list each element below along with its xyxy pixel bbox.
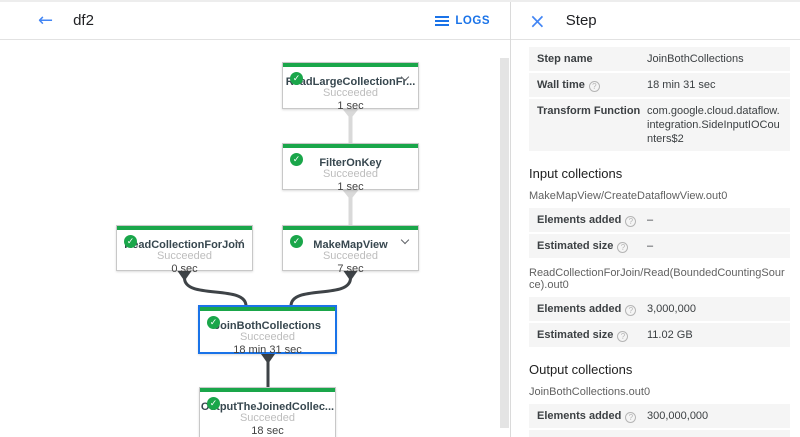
row-value: – xyxy=(647,240,654,252)
chevron-down-icon[interactable] xyxy=(401,237,409,245)
row-value: 300,000,000 xyxy=(647,410,709,422)
row-value: 18 min 31 sec xyxy=(647,79,716,91)
help-info-icon[interactable]: ? xyxy=(625,305,637,316)
chevron-down-icon[interactable] xyxy=(401,74,409,82)
help-info-icon[interactable]: ? xyxy=(617,331,629,342)
row-value: com.google.cloud.dataflow.integration.Si… xyxy=(647,105,780,145)
row-label: Wall time? xyxy=(537,78,647,92)
close-icon[interactable]: × xyxy=(529,8,546,33)
node-status: Succeeded xyxy=(156,250,213,262)
graph-panel: ← df2 LOGS xyxy=(0,2,510,437)
logs-button-label: LOGS xyxy=(455,14,490,27)
node-time: 0 sec xyxy=(171,263,198,275)
job-topbar: ← df2 LOGS xyxy=(0,2,510,40)
collection-name: JoinBothCollections.out0 xyxy=(529,386,651,398)
row-label: Elements added? xyxy=(537,213,647,227)
step-panel-header: × Step xyxy=(511,2,800,40)
graph-edges xyxy=(177,109,359,387)
graph-node-readcollectionforjoin[interactable]: ✓ ReadCollectionForJoin Succeeded 0 sec xyxy=(116,225,253,275)
node-status-bar xyxy=(200,307,335,311)
row-value: 3,000,000 xyxy=(647,303,696,315)
elements-added-row: Elements added? 300,000,000 xyxy=(529,404,790,428)
edge-arrow xyxy=(342,109,359,119)
edge-arrow xyxy=(342,190,359,200)
step-details-panel: × Step Step name JoinBothCollections Wal… xyxy=(510,2,800,437)
success-check-icon: ✓ xyxy=(290,235,303,248)
help-info-icon[interactable]: ? xyxy=(625,412,637,423)
node-time: 18 sec xyxy=(251,425,284,437)
row-label: Estimated size? xyxy=(537,328,647,342)
help-info-icon[interactable]: ? xyxy=(625,216,637,227)
node-status: Succeeded xyxy=(239,412,296,424)
row-label: Elements added? xyxy=(537,302,647,316)
node-status: Succeeded xyxy=(239,331,296,343)
success-check-icon: ✓ xyxy=(207,316,220,329)
node-title: OutputTheJoinedCollec... xyxy=(200,401,335,413)
row-label: Elements added? xyxy=(537,409,647,423)
help-info-icon[interactable]: ? xyxy=(617,242,629,253)
row-label: Transform Function xyxy=(537,105,641,117)
edge-arrow xyxy=(343,271,358,281)
elements-added-row: Elements added? 3,000,000 xyxy=(529,297,790,321)
logs-list-icon xyxy=(435,14,450,28)
wall-time-row: Wall time? 18 min 31 sec xyxy=(529,73,790,97)
pipeline-graph: ✓ ReadLargeCollectionFr... Succeeded 1 s… xyxy=(0,40,510,437)
graph-node-readlargecollection[interactable]: ✓ ReadLargeCollectionFr... Succeeded 1 s… xyxy=(282,62,419,112)
job-title: df2 xyxy=(73,12,94,29)
graph-node-joinbothcollections[interactable]: ✓ JoinBothCollections Succeeded 18 min 3… xyxy=(198,305,337,356)
step-name-row: Step name JoinBothCollections xyxy=(529,47,790,71)
node-title: ReadCollectionForJoin xyxy=(124,239,245,251)
edge-arrow xyxy=(261,354,275,364)
estimated-size-row: Estimated size? – xyxy=(529,234,790,258)
graph-node-filteronkey[interactable]: ✓ FilterOnKey Succeeded 1 sec xyxy=(282,143,419,193)
node-status-bar xyxy=(283,144,418,148)
graph-node-makemapview[interactable]: ✓ MakeMapView Succeeded 7 sec xyxy=(282,225,419,275)
output-collections-heading: Output collections xyxy=(529,362,633,377)
node-status: Succeeded xyxy=(322,250,379,262)
edge-arrow xyxy=(177,271,192,281)
elements-added-row: Elements added? – xyxy=(529,208,790,232)
input-collections-heading: Input collections xyxy=(529,166,623,181)
row-label: Step name xyxy=(537,53,593,65)
help-info-icon[interactable]: ? xyxy=(588,81,600,92)
estimated-size-row: Estimated size? 20.12 GB xyxy=(529,430,790,437)
back-arrow-icon[interactable]: ← xyxy=(38,9,54,31)
collection-name: MakeMapView/CreateDataflowView.out0 xyxy=(529,190,728,202)
transform-function-row: Transform Function com.google.cloud.data… xyxy=(529,99,790,151)
estimated-size-row: Estimated size? 11.02 GB xyxy=(529,323,790,347)
node-status: Succeeded xyxy=(322,87,379,99)
chevron-down-icon[interactable] xyxy=(235,237,243,245)
row-label: Estimated size? xyxy=(537,239,647,253)
node-status-bar xyxy=(283,226,418,230)
collection-name: ReadCollectionForJoin/Read(BoundedCounti… xyxy=(529,267,785,291)
node-status-bar xyxy=(117,226,252,230)
node-title: JoinBothCollections xyxy=(214,320,321,332)
node-title: ReadLargeCollectionFr... xyxy=(285,76,416,88)
edge-line xyxy=(289,277,352,307)
step-panel-content: Step name JoinBothCollections Wall time?… xyxy=(511,40,800,437)
success-check-icon: ✓ xyxy=(124,235,137,248)
success-check-icon: ✓ xyxy=(290,72,303,85)
graph-scrollbar-thumb[interactable] xyxy=(500,58,509,428)
node-time: 1 sec xyxy=(337,100,364,112)
row-value: 11.02 GB xyxy=(647,329,693,341)
edge-line xyxy=(183,277,248,307)
node-time: 18 min 31 sec xyxy=(233,344,302,356)
node-status-bar xyxy=(200,388,335,392)
node-status: Succeeded xyxy=(322,168,379,180)
step-panel-title: Step xyxy=(565,12,597,29)
success-check-icon: ✓ xyxy=(290,153,303,166)
node-status-bar xyxy=(283,63,418,67)
row-value: JoinBothCollections xyxy=(647,53,744,65)
graph-node-outputthejoined[interactable]: ✓ OutputTheJoinedCollec... Succeeded 18 … xyxy=(199,387,336,437)
node-title: FilterOnKey xyxy=(319,157,382,169)
logs-button[interactable]: LOGS xyxy=(435,14,490,28)
node-title: MakeMapView xyxy=(313,239,388,251)
row-value: – xyxy=(647,214,654,226)
success-check-icon: ✓ xyxy=(207,397,220,410)
node-time: 1 sec xyxy=(337,181,364,193)
node-time: 7 sec xyxy=(337,263,364,275)
